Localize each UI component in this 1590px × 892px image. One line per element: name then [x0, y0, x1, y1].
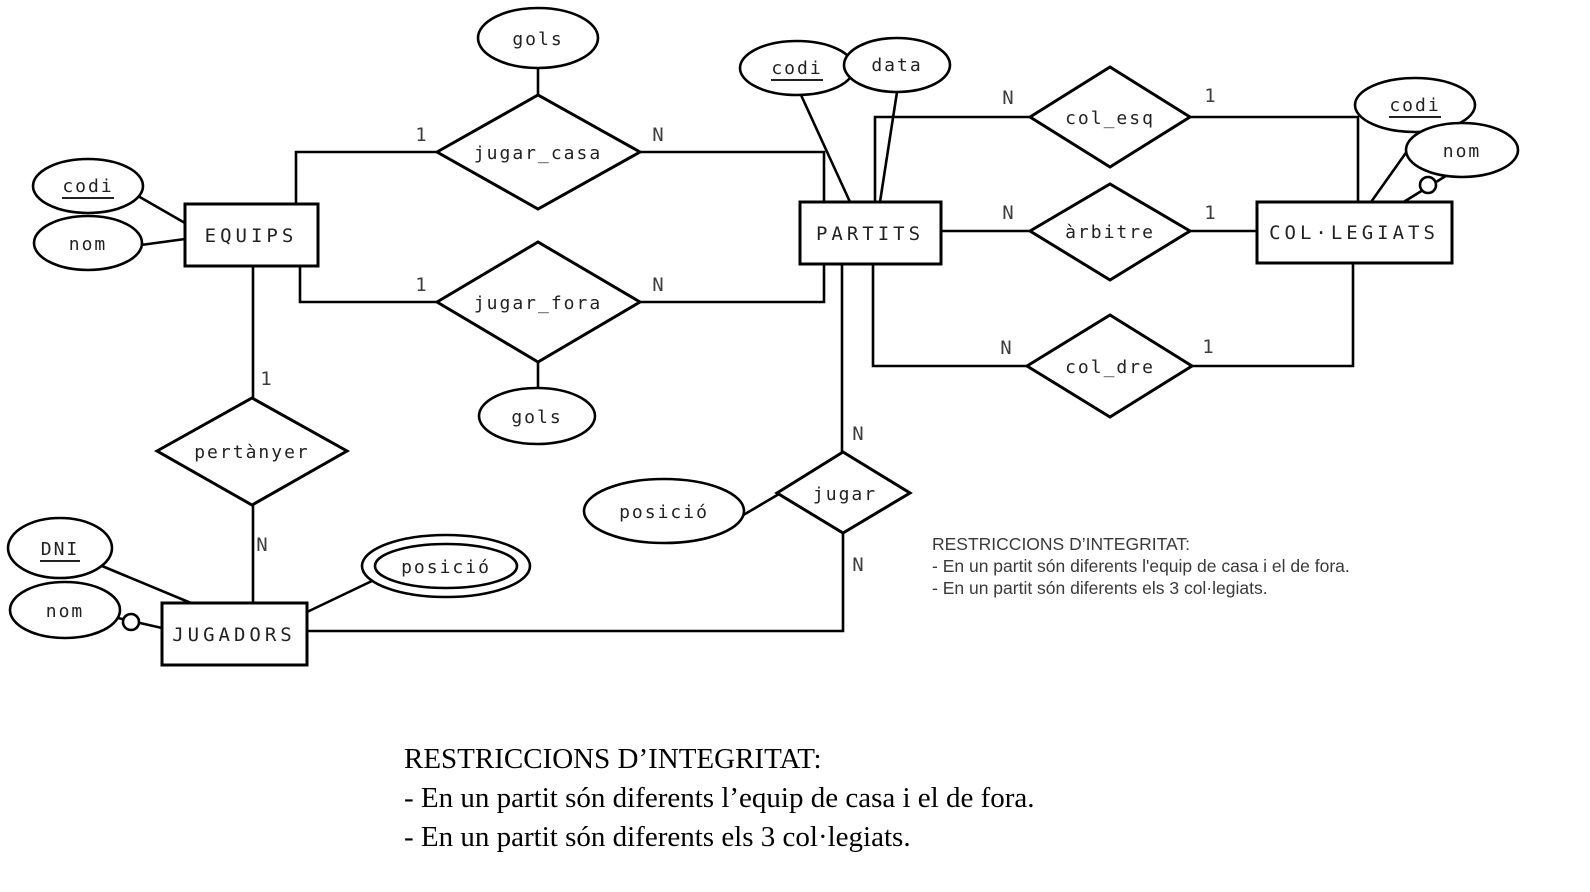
cardinality-jugar-fora-right: N — [652, 274, 663, 296]
cardinality-jugar-fora-left: 1 — [415, 274, 426, 296]
entity-collegiats — [1255, 200, 1454, 265]
attribute-jugadors-dni-label: DNI — [41, 539, 80, 560]
connector-col-dre-collegiats — [1192, 263, 1355, 368]
attribute-ellipses — [6, 6, 1520, 640]
attribute-jugadors-dni — [6, 516, 114, 580]
cardinality-pertanyer-bottom: N — [256, 534, 267, 556]
cardinality-col-dre-left: N — [1000, 337, 1011, 359]
integrity-notes-inline-line1: - En un partit són diferents l'equip de … — [932, 556, 1350, 576]
cardinality-labels: 1 N 1 N 1 N N 1 N 1 N 1 N N — [256, 85, 1215, 576]
cardinality-col-dre-right: 1 — [1202, 336, 1213, 358]
attribute-jugadors-nom — [8, 580, 122, 640]
integrity-notes-inline: RESTRICCIONS D’INTEGRITAT: - En un parti… — [932, 533, 1350, 599]
relationship-jugar-casa — [433, 93, 644, 211]
attribute-equips-nom — [32, 214, 144, 272]
entity-equips — [183, 202, 320, 268]
relationship-col-dre — [1024, 313, 1195, 419]
entity-partits-label: PARTITS — [816, 223, 924, 245]
relationship-jugar-fora — [434, 240, 643, 364]
relationship-jugar-label: jugar — [813, 484, 877, 505]
attribute-partits-data — [842, 36, 952, 94]
diagram-labels: EQUIPS PARTITS COL·LEGIATS JUGADORS juga… — [41, 29, 1482, 646]
attribute-jugar-casa-gols-label: gols — [512, 29, 563, 50]
connector-jugar-casa-partits — [640, 150, 826, 202]
relationship-jugar-fora-label: jugar_fora — [474, 293, 602, 314]
cardinality-arbitre-right: 1 — [1204, 202, 1215, 224]
connector-partits-col-dre — [871, 264, 1027, 368]
connector-codi-equips — [137, 194, 186, 225]
integrity-notes-bottom-title: RESTRICCIONS D’INTEGRITAT: — [404, 743, 822, 775]
attribute-jugadors-posicio-label: posició — [401, 557, 491, 578]
entity-collegiats-label: COL·LEGIATS — [1269, 222, 1439, 244]
attribute-equips-codi — [31, 157, 145, 215]
connector-lines — [101, 68, 1450, 633]
entity-jugadors-label: JUGADORS — [172, 624, 296, 646]
integrity-notes-bottom-line1: - En un partit són diferents l’equip de … — [404, 782, 1035, 814]
cardinality-jugar-bottom: N — [852, 554, 863, 576]
integrity-notes-bottom-line2: - En un partit són diferents els 3 col·l… — [404, 821, 911, 853]
attribute-partits-codi-label: codi — [771, 58, 822, 79]
optional-marker-jugadors-nom — [121, 612, 141, 632]
relationship-col-dre-label: col_dre — [1065, 357, 1155, 378]
relationship-diamonds — [153, 65, 1195, 535]
integrity-notes-inline-line2: - En un partit són diferents els 3 col·l… — [932, 578, 1268, 598]
attribute-jugar-posicio-label: posició — [619, 502, 709, 523]
cardinality-arbitre-left: N — [1002, 202, 1013, 224]
relationship-jugar-casa-label: jugar_casa — [474, 143, 602, 164]
relationship-jugar — [774, 450, 913, 535]
relationship-col-esq — [1027, 65, 1193, 169]
connector-equips-jugar-fora — [298, 266, 437, 304]
attribute-collegiats-nom — [1404, 121, 1520, 179]
entity-partits — [798, 200, 943, 266]
connector-posicio-jugar — [739, 492, 780, 519]
optional-marker-collegiats-nom — [1418, 175, 1438, 195]
attribute-jugar-casa-gols — [476, 6, 600, 70]
key-underlines — [40, 79, 1441, 562]
attribute-jugadors-nom-label: nom — [46, 601, 85, 622]
integrity-notes-bottom: RESTRICCIONS D’INTEGRITAT: - En un parti… — [404, 740, 1035, 857]
connector-codi-partits — [799, 94, 852, 203]
attribute-equips-nom-label: nom — [69, 234, 108, 255]
integrity-notes-inline-title: RESTRICCIONS D’INTEGRITAT: — [932, 534, 1190, 554]
relationship-arbitre-label: àrbitre — [1065, 222, 1155, 243]
attribute-jugar-fora-gols — [477, 386, 597, 446]
connector-jugar-jugadors — [307, 533, 845, 633]
attribute-collegiats-codi-label: codi — [1389, 95, 1440, 116]
connector-jugar-fora-partits — [640, 264, 826, 304]
attribute-equips-codi-label: codi — [62, 176, 113, 197]
attribute-partits-data-label: data — [871, 55, 922, 76]
entity-equips-label: EQUIPS — [205, 225, 298, 247]
cardinality-col-esq-left: N — [1002, 87, 1013, 109]
entity-rectangles — [160, 200, 1454, 667]
relationship-pertanyer — [153, 396, 351, 507]
cardinality-jugar-casa-right: N — [652, 124, 663, 146]
relationship-pertanyer-label: pertànyer — [194, 442, 310, 463]
connector-equips-jugar-casa — [294, 150, 437, 204]
connector-dni-jugadors — [101, 564, 192, 605]
attribute-collegiats-nom-label: nom — [1443, 141, 1482, 162]
connector-col-esq-collegiats — [1190, 115, 1360, 202]
connector-data-partits — [878, 91, 899, 203]
attribute-jugar-posicio — [582, 477, 746, 545]
attribute-jugadors-posicio-inner — [373, 542, 519, 590]
connector-nom-equips — [140, 237, 186, 247]
relationship-col-esq-label: col_esq — [1065, 108, 1155, 129]
cardinality-jugar-top: N — [852, 423, 863, 445]
cardinality-pertanyer-top: 1 — [260, 368, 271, 390]
cardinality-col-esq-right: 1 — [1204, 85, 1215, 107]
entity-jugadors — [160, 601, 309, 667]
attribute-collegiats-codi — [1353, 76, 1477, 134]
attribute-jugar-fora-gols-label: gols — [511, 407, 562, 428]
connector-posicio-jugadors — [306, 578, 375, 614]
relationship-arbitre — [1027, 182, 1193, 282]
connector-partits-col-esq — [873, 115, 1030, 202]
cardinality-jugar-casa-left: 1 — [415, 124, 426, 146]
